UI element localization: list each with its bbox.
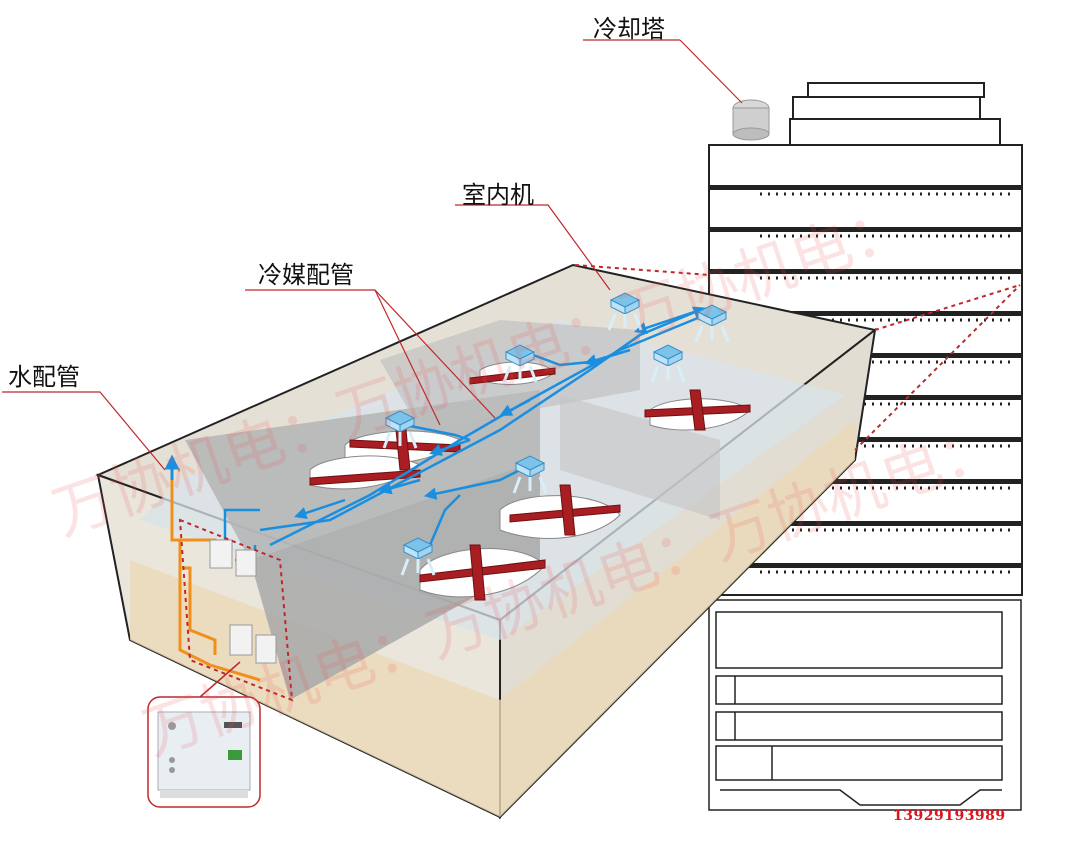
floor-slab (709, 437, 1022, 442)
floor-slab (709, 521, 1022, 526)
indoor-units (382, 292, 730, 576)
floor-slab (709, 479, 1022, 484)
cooling-tower (732, 99, 770, 141)
refrigerant-piping-label: 冷媒配管 (258, 261, 354, 289)
floor-slab (709, 563, 1022, 568)
inset-leader (199, 661, 241, 698)
indoor-unit (400, 537, 436, 576)
unit-photo-inset (147, 696, 261, 808)
water-source-units (209, 539, 277, 664)
label-leaders (2, 39, 743, 471)
floor-slab (709, 311, 1022, 316)
floor-slab (709, 269, 1022, 274)
floor-slab (709, 185, 1022, 190)
room-partitions (185, 320, 720, 700)
floor-slab (709, 227, 1022, 232)
highlight-zones (178, 264, 1021, 702)
water-piping-label: 水配管 (8, 363, 80, 391)
refrigerant-piping (223, 306, 706, 562)
indoor-unit (607, 292, 643, 331)
building-base (708, 599, 1022, 811)
phone-number: 13929193989 (893, 808, 1006, 824)
indoor-unit (694, 304, 730, 343)
indoor-unit (382, 410, 418, 449)
indoor-unit (512, 455, 548, 494)
cooling-tower-label: 冷却塔 (593, 15, 665, 43)
indoor-unit-label: 室内机 (462, 181, 534, 209)
indoor-unit (650, 344, 686, 383)
indoor-unit (502, 344, 538, 383)
